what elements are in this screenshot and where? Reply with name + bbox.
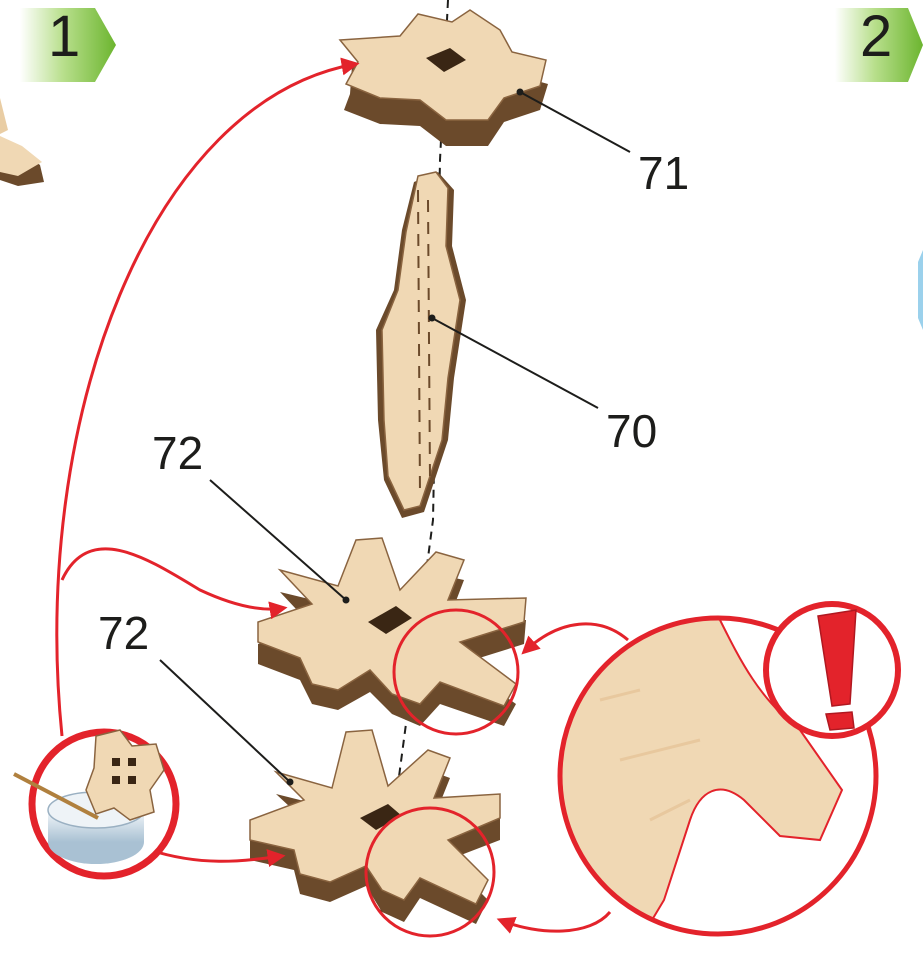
callout-label-70: 70 [606, 408, 657, 454]
exclamation-icon [766, 604, 898, 736]
part-72-lower-snowflake [250, 730, 500, 924]
leader-line-72-upper [210, 480, 346, 600]
step-2-number: 2 [860, 8, 892, 66]
leader-line-72-lower [160, 660, 290, 782]
leader-dot-71 [517, 89, 524, 96]
leader-line-71 [520, 92, 630, 152]
leader-dot-70 [429, 315, 436, 322]
leader-dot-72-lower [287, 779, 294, 786]
step-2-fragment [918, 250, 923, 330]
arrow-from-detail-upper [524, 624, 628, 652]
leader-dot-72-upper [343, 597, 350, 604]
leader-line-70 [432, 318, 598, 408]
part-72-upper-snowflake [258, 538, 526, 726]
previous-step-fragment [0, 98, 44, 186]
callout-label-71: 71 [638, 150, 689, 196]
part-71-snowflake [340, 10, 548, 146]
part-70-spine [376, 172, 466, 518]
glue-pot-icon [14, 730, 176, 876]
arrow-to-part-72-upper [62, 549, 284, 609]
callout-label-72-lower: 72 [98, 610, 149, 656]
arrow-from-detail-lower [500, 912, 610, 931]
callout-label-72-upper: 72 [152, 430, 203, 476]
step-1-number: 1 [48, 8, 80, 66]
